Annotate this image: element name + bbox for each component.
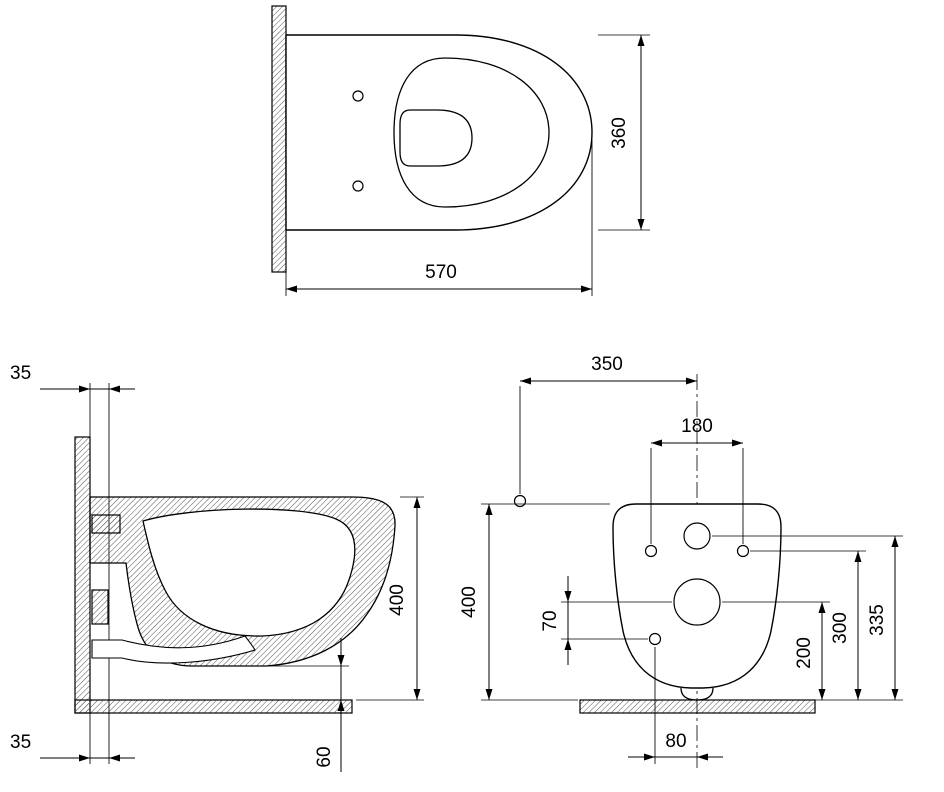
dim-clearance-60: 60: [268, 638, 349, 772]
dim-inlet-height-label: 335: [867, 604, 888, 636]
dim-hole-spacing-label: 180: [681, 416, 713, 437]
wall-section-top-view: [271, 5, 287, 273]
fixing-hole-right: [736, 544, 750, 558]
dim-hole-to-center-80: 80: [628, 647, 723, 764]
dim-height-front-400: 400: [459, 503, 610, 701]
dim-depth-label: 360: [609, 117, 630, 149]
water-area-plan: [399, 109, 473, 167]
water-inlet-hole: [683, 522, 711, 550]
drain-hole: [673, 578, 721, 626]
dim-height-side-label: 400: [387, 584, 408, 616]
bowl-opening-plan: [393, 57, 550, 208]
dim-clearance-label: 60: [314, 746, 335, 767]
seat-hole-top: [352, 90, 364, 102]
drain-stub-front: [680, 687, 714, 701]
dim-depth-360: 360: [598, 34, 650, 231]
dim-offset-bottom-35: 35: [10, 713, 135, 764]
supply-connection-point: [513, 494, 527, 508]
floor-section-front-view: [579, 699, 816, 714]
dim-height-side-400: 400: [356, 496, 424, 701]
dim-width-570: 570: [285, 140, 593, 296]
dim-hole-spacing-180: 180: [650, 416, 744, 544]
dim-offset-top-label: 35: [10, 363, 31, 384]
dim-supply-label: 350: [591, 354, 623, 375]
dim-drain-height-200: 200: [722, 601, 830, 700]
dim-hole-height-300: 300: [750, 550, 866, 700]
dim-hole-height-label: 300: [830, 612, 851, 644]
seat-hole-bottom: [352, 180, 364, 192]
wall-section-side-view: [74, 436, 91, 714]
side-view: 35 35 400 60: [10, 363, 424, 772]
bowl-outline-plan: [285, 34, 593, 231]
mounting-block-upper: [91, 514, 121, 534]
top-view: 360 570: [271, 5, 650, 296]
fixing-hole-left: [644, 544, 658, 558]
dim-offset-bottom-label: 35: [10, 732, 31, 753]
dim-offset-top-35: 35: [10, 363, 135, 437]
mounting-block-lower: [91, 589, 109, 625]
floor-section-side-view: [74, 699, 353, 714]
ceramic-cross-section: [89, 496, 396, 667]
dim-drain-height-label: 200: [794, 637, 815, 669]
dim-drain-to-hole-70: 70: [540, 576, 672, 665]
dim-height-front-label: 400: [459, 586, 480, 618]
dim-hole-to-center-label: 80: [665, 731, 686, 752]
dim-supply-350: 350: [519, 354, 697, 494]
dim-drain-to-hole-label: 70: [540, 610, 561, 631]
outlet-pipe-section: [91, 635, 256, 664]
front-view: 350 180 400 70 200: [459, 354, 903, 772]
dim-width-label: 570: [425, 262, 457, 283]
dim-inlet-height-335: 335: [712, 535, 903, 701]
lower-fixing-hole: [648, 632, 662, 646]
